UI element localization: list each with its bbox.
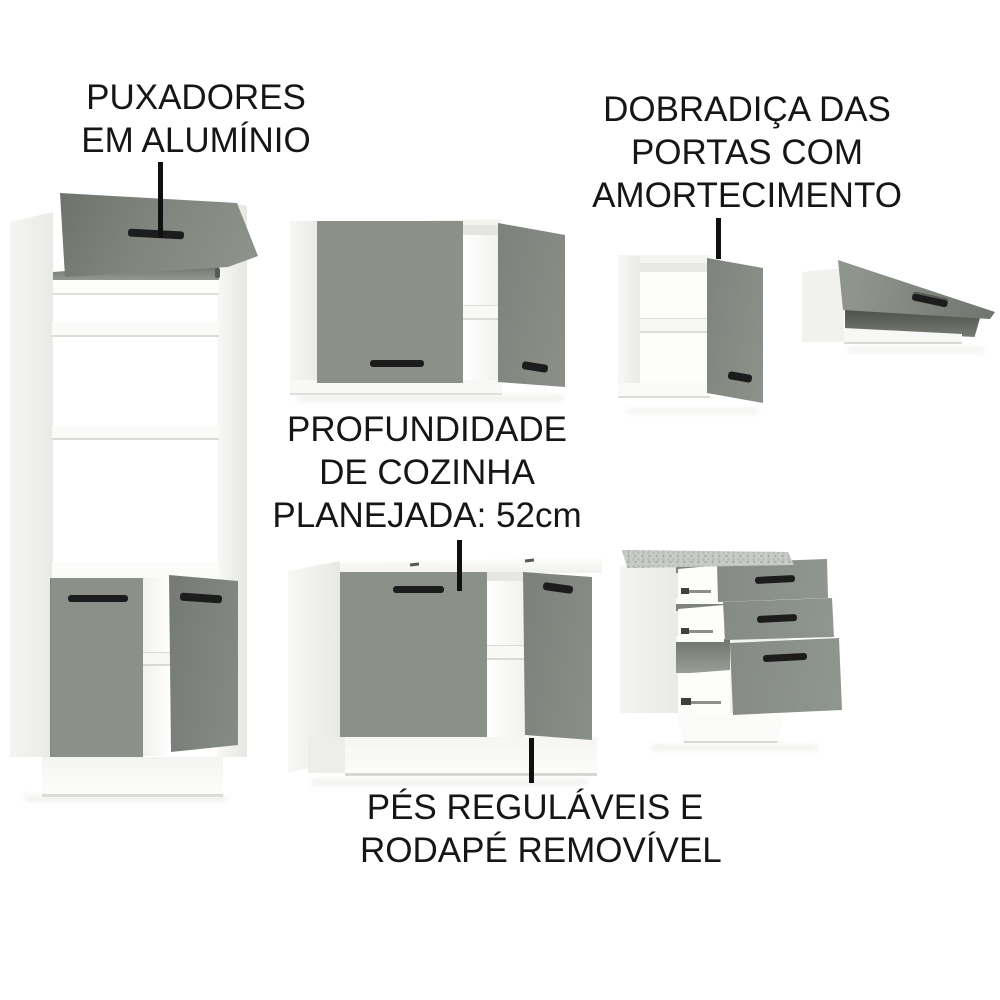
label-line: RODAPÉ REMOVÍVEL xyxy=(360,831,722,870)
wall-cabinet-two-doors xyxy=(290,213,572,398)
cabinet-shadow xyxy=(312,780,587,785)
label-line: DE COZINHA xyxy=(319,453,535,492)
drawer-unit-rail xyxy=(676,598,724,604)
base-cabinet-top-rail xyxy=(340,557,602,573)
small-wall-cabinet xyxy=(618,252,768,408)
drawer-slide xyxy=(681,590,711,593)
label-line: PROFUNDIDADE xyxy=(286,410,568,449)
drawer-unit-rail xyxy=(676,636,724,642)
cabinet-shadow xyxy=(848,348,983,352)
hinge xyxy=(215,268,220,278)
small-cabinet-left-side-panel xyxy=(618,256,640,396)
annotation-line-feet xyxy=(529,738,534,783)
label-adjustable-feet: PÉS REGULÁVEIS E RODAPÉ REMOVÍVEL xyxy=(360,786,722,872)
shelf xyxy=(640,318,710,333)
door-handle xyxy=(370,360,424,367)
base-cabinet-right-door-open xyxy=(523,572,592,740)
drawer-opening xyxy=(676,601,724,611)
label-line: PUXADORES xyxy=(86,78,306,117)
base-sink-cabinet xyxy=(288,553,614,783)
shelf xyxy=(462,305,502,320)
tall-oven-cabinet xyxy=(10,190,258,797)
wall-cabinet-right-door-open xyxy=(498,223,565,387)
label-kitchen-depth: PROFUNDIDADE DE COZINHA PLANEJADA: 52cm xyxy=(262,408,592,537)
drawer-slide xyxy=(681,588,689,594)
door-handle xyxy=(393,586,444,593)
base-drawer-unit xyxy=(618,543,850,748)
horizontal-flip-cabinet xyxy=(800,255,998,350)
label-line: DOBRADIÇA DAS xyxy=(603,90,891,129)
label-line: EM ALUMÍNIO xyxy=(81,121,311,160)
label-soft-close-hinges: DOBRADIÇA DAS PORTAS COM AMORTECIMENTO xyxy=(552,88,942,217)
drawer-front xyxy=(730,638,842,715)
wall-cabinet-interior-shadow xyxy=(462,225,502,235)
label-line: PLANEJADA: 52cm xyxy=(272,496,582,535)
small-cabinet-top-rail xyxy=(618,255,710,264)
tall-cabinet-lower-left-door xyxy=(50,578,143,757)
base-cabinet-plinth xyxy=(345,737,597,776)
drawer-slide xyxy=(681,628,689,634)
base-cabinet-left-door xyxy=(340,572,487,737)
tall-cabinet-lower-top-rail xyxy=(52,562,219,578)
wall-cabinet-bottom-rail xyxy=(290,380,502,395)
label-line: AMORTECIMENTO xyxy=(592,176,902,215)
base-cabinet-interior-shadow xyxy=(487,572,525,581)
drawer-box xyxy=(678,670,730,713)
cabinet-shadow xyxy=(25,796,225,801)
shelf xyxy=(487,645,525,660)
shelf xyxy=(52,322,219,337)
small-cabinet-bottom-rail xyxy=(618,383,710,398)
shelf xyxy=(140,652,170,666)
annotation-line-handles xyxy=(158,162,163,238)
shelf xyxy=(52,426,219,440)
cabinet-shadow xyxy=(652,745,817,750)
drawer-slide xyxy=(681,698,691,705)
tall-cabinet-left-side-panel xyxy=(10,212,53,757)
flip-cabinet-left-side-panel xyxy=(802,268,844,342)
cabinet-shadow xyxy=(298,396,563,401)
label-line: PÉS REGULÁVEIS E xyxy=(366,788,704,827)
shelf xyxy=(53,280,219,295)
cabinet-shadow xyxy=(628,409,758,413)
annotation-line-hinge xyxy=(716,218,721,259)
wall-cabinet-interior xyxy=(462,225,502,382)
label-aluminum-handles: PUXADORES EM ALUMÍNIO xyxy=(40,76,352,162)
wall-cabinet-left-side-panel xyxy=(290,221,317,389)
door-handle xyxy=(68,595,128,602)
wall-cabinet-left-door xyxy=(317,221,463,383)
drawer-unit-plinth xyxy=(676,713,784,743)
tall-cabinet-plinth xyxy=(42,757,223,797)
label-line: PORTAS COM xyxy=(630,133,864,172)
drawer-slide xyxy=(681,630,713,633)
small-cabinet-interior-shadow xyxy=(640,263,710,272)
small-cabinet-door-open xyxy=(707,258,763,403)
drawer-unit-countertop xyxy=(622,550,794,568)
drawer-opening xyxy=(676,639,730,673)
tall-cabinet-lower-right-door-open xyxy=(169,575,238,752)
drawer-slide xyxy=(681,701,721,704)
drawer-unit-left-side-panel xyxy=(620,566,678,713)
annotation-line-depth xyxy=(457,540,462,591)
tall-cabinet-lower-interior xyxy=(140,578,170,756)
